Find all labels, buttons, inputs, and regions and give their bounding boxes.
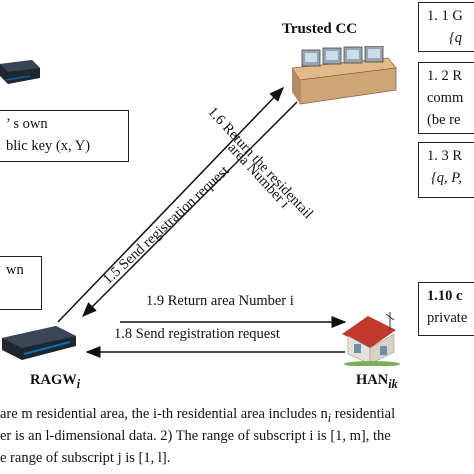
user-key-box: ’ s own blic key (x, Y) <box>0 110 129 162</box>
user-key-line2: blic key (x, Y) <box>6 138 91 154</box>
trusted-cc-label: Trusted CC <box>282 21 358 37</box>
footnote-line-1-sub: i <box>327 410 332 425</box>
footnote-line-1-text: are m residential area, the i-th residen… <box>0 406 328 422</box>
user-key-line1: ’ s own <box>6 116 48 132</box>
arrow-1-6 <box>81 101 298 318</box>
control-console-icon <box>288 46 398 108</box>
step-1-1-line2: {q <box>449 30 463 46</box>
step-1-2-line1: 1. 2 R <box>427 68 463 84</box>
han-label-sub: ik <box>388 376 398 391</box>
step-1-3-box: 1. 3 R {q, P, <box>418 142 474 198</box>
step-1-2-line3: (be re <box>427 112 461 128</box>
step-1-10-line1: 1.10 c <box>427 288 463 304</box>
step-1-2-line2: comm <box>427 90 464 106</box>
arrow-1-8-label: 1.8 Send registration request <box>114 326 280 342</box>
footnote-line-2: er is an l-dimensional data. 2) The rang… <box>0 428 391 444</box>
house-icon <box>342 312 404 366</box>
step-1-3-line2: {q, P, <box>431 170 462 186</box>
ragw-key-line1: wn <box>6 262 24 278</box>
step-1-2-box: 1. 2 R comm (be re <box>418 62 474 134</box>
step-1-10-line2: private <box>427 310 468 326</box>
step-1-3-line1: 1. 3 R <box>427 148 463 164</box>
han-label: HANik <box>356 372 398 392</box>
step-1-1-line1: 1. 1 G <box>427 8 463 24</box>
user-device-icon <box>0 58 42 88</box>
arrow-1-9-label: 1.9 Return area Number i <box>146 293 294 309</box>
ragw-label: RAGWi <box>30 372 80 392</box>
ragw-key-box: wn <box>0 256 42 310</box>
arrow-1-5 <box>57 86 285 323</box>
step-1-1-box: 1. 1 G {q <box>418 2 474 52</box>
footnote-line-1: are m residential area, the i-th residen… <box>0 406 474 426</box>
ragw-label-sub: i <box>76 376 81 391</box>
step-1-10-box: 1.10 c private <box>418 282 474 336</box>
footnote-line-1-end: residential <box>331 406 396 422</box>
router-icon <box>0 322 80 364</box>
ragw-label-text: RAGW <box>30 372 77 388</box>
han-label-text: HAN <box>356 372 389 388</box>
footnote-line-3: e range of subscript j is [1, l]. <box>0 450 171 466</box>
